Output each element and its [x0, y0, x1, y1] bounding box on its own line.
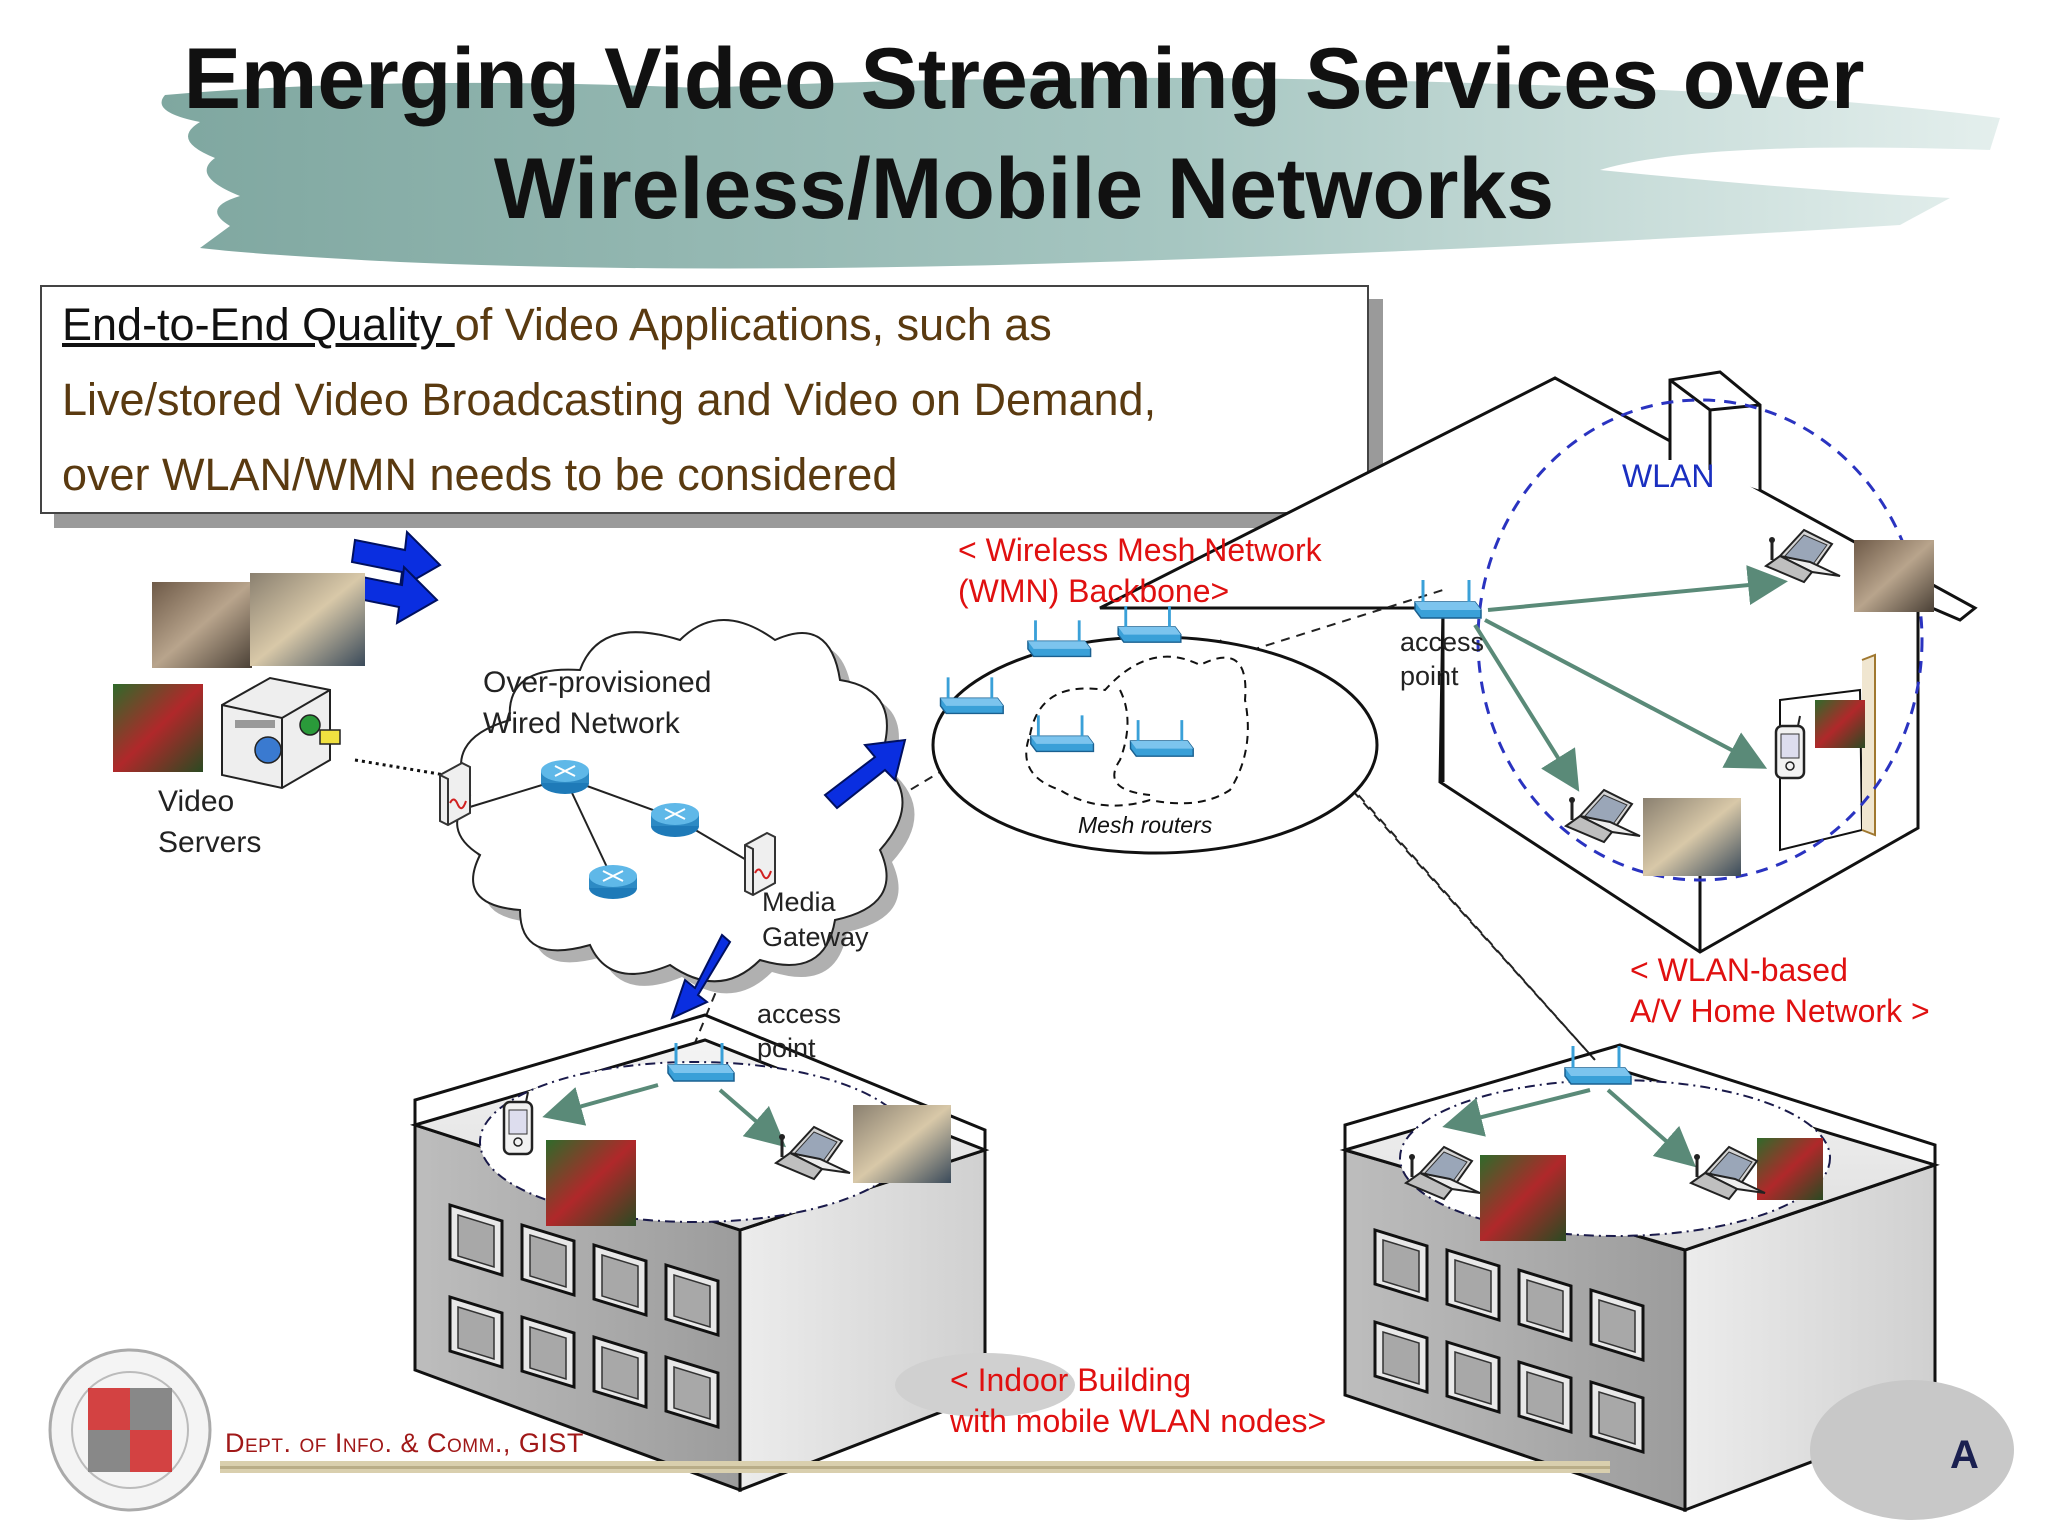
laptop-icon	[774, 1125, 852, 1181]
wired-network-label-1: Over-provisioned	[483, 666, 712, 699]
summary-line-3: over WLAN/WMN needs to be considered	[62, 449, 898, 500]
window-pane	[1454, 1350, 1492, 1406]
summary-line-1: End-to-End Quality of Video Applications…	[62, 299, 1052, 351]
wired-network-label-2: Wired Network	[483, 707, 680, 740]
footer-logo-fragment: A	[1950, 1433, 1979, 1477]
access-point-building-label-2: point	[757, 1033, 816, 1063]
window-pane	[1598, 1390, 1636, 1446]
mesh-routers-label: Mesh routers	[1078, 812, 1213, 838]
summary-underlined: End-to-End Quality	[62, 299, 455, 350]
laptop-icon	[1564, 788, 1642, 844]
window-pane	[601, 1345, 639, 1401]
router-icon	[588, 864, 638, 900]
window-pane	[529, 1325, 567, 1381]
window-pane	[529, 1233, 567, 1289]
mesh-router-icons	[939, 604, 1195, 758]
window-pane	[673, 1365, 711, 1421]
wlan-home-network-label-1: < WLAN-based	[1630, 952, 1848, 988]
video-thumbnail-icon	[113, 540, 1934, 1241]
window-pane	[1382, 1330, 1420, 1386]
video-server-icon	[221, 676, 341, 790]
title-line-1: Emerging Video Streaming Services over	[183, 31, 1865, 127]
summary-box: End-to-End Quality of Video Applications…	[40, 285, 1369, 514]
window-pane	[1598, 1298, 1636, 1354]
summary-line-2: Live/stored Video Broadcasting and Video…	[62, 374, 1157, 425]
wireless-links	[542, 565, 1788, 1168]
video-servers-label-2: Servers	[158, 826, 262, 859]
window-pane	[1454, 1258, 1492, 1314]
pda-icon	[502, 1090, 534, 1156]
laptop-icon	[1764, 528, 1842, 584]
building-right-windows	[1373, 1227, 1645, 1455]
media-gateway-label-2: Gateway	[762, 922, 869, 952]
window-pane	[1382, 1238, 1420, 1294]
media-gateway-label-1: Media	[762, 887, 836, 917]
building-left-windows	[448, 1202, 720, 1430]
wlan-home-network-label-2: A/V Home Network >	[1630, 993, 1930, 1029]
access-point-icon-home	[1413, 578, 1483, 620]
window-pane	[673, 1273, 711, 1329]
footer-dept: Dept. of Info. & Comm., GIST	[225, 1428, 584, 1458]
window-pane	[601, 1253, 639, 1309]
laptop-icon	[1689, 1145, 1767, 1201]
router-icon	[650, 802, 700, 838]
footer-logo-shadow	[1810, 1380, 2014, 1520]
indoor-building-label-2: with mobile WLAN nodes>	[950, 1403, 1327, 1439]
indoor-building-label-1: < Indoor Building	[950, 1362, 1192, 1398]
wmn-backbone-label-2: (WMN) Backbone>	[958, 573, 1230, 609]
access-point-building-label-1: access	[757, 999, 842, 1029]
window-pane	[457, 1213, 495, 1269]
laptop-icon	[1404, 1145, 1482, 1201]
window-pane	[1526, 1370, 1564, 1426]
gist-logo-icon	[48, 1348, 212, 1512]
window-pane	[457, 1305, 495, 1361]
mesh-links	[1025, 655, 1249, 807]
title-line-2: Wireless/Mobile Networks	[493, 141, 1555, 237]
summary-line-1-rest: of Video Applications, such as	[454, 299, 1052, 350]
access-point-icon-building-right	[1563, 1044, 1633, 1086]
router-icon	[540, 759, 590, 795]
title-brush-background	[161, 77, 2000, 269]
edge-gateway-icon	[439, 762, 471, 826]
label-shadow	[895, 1353, 1075, 1417]
access-point-icon-building-left	[666, 1041, 736, 1083]
video-servers-label-1: Video	[158, 785, 235, 818]
pda-icon	[1774, 714, 1806, 780]
window-pane	[1526, 1278, 1564, 1334]
server-gateway-link	[354, 758, 446, 777]
wlan-label: WLAN	[1622, 458, 1715, 494]
access-point-home-label-1: access	[1400, 627, 1485, 657]
access-point-home-label-2: point	[1400, 661, 1459, 691]
wmn-backbone-label-1: < Wireless Mesh Network	[958, 532, 1322, 568]
